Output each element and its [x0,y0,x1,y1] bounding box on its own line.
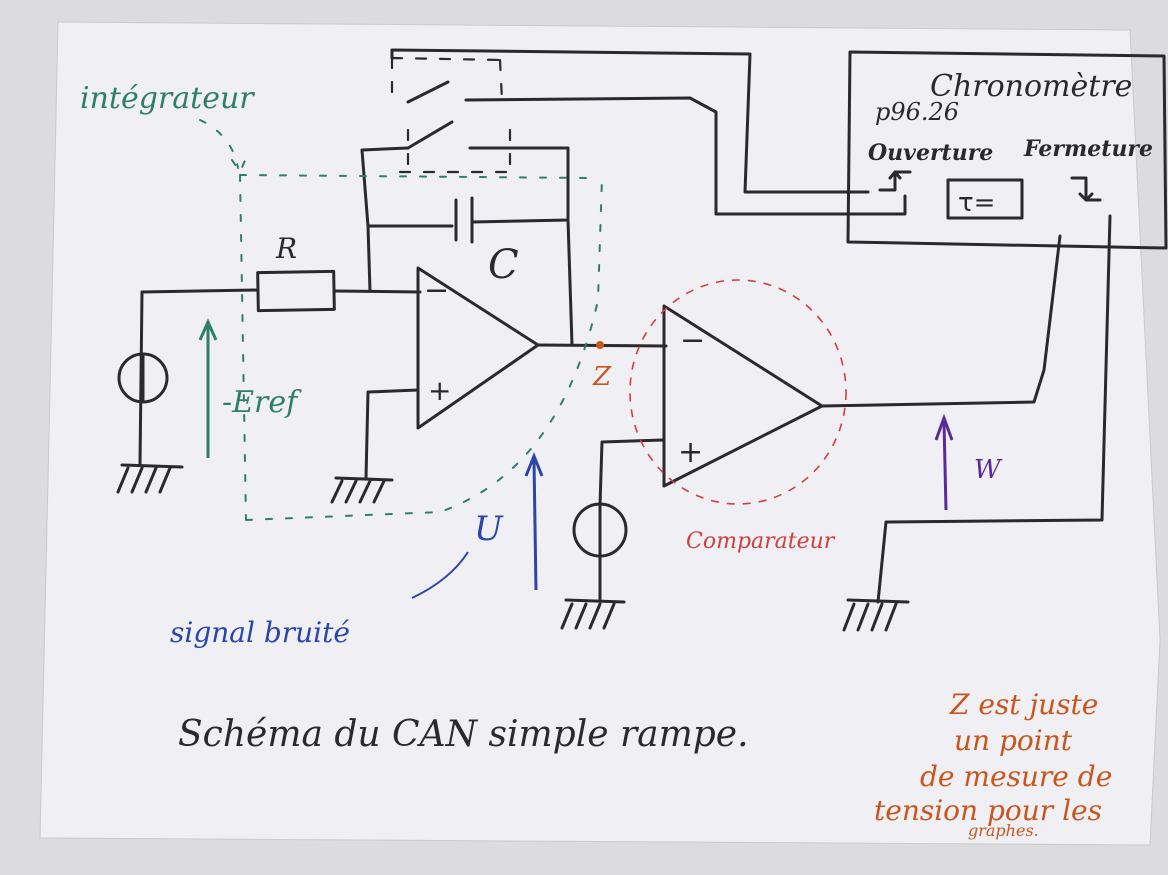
comparator-minus-sign: − [680,323,705,358]
falling-edge-icon [1070,176,1102,202]
resistor-label: R [275,232,297,265]
chronometer-model: p96.26 [875,98,959,126]
note-line-1: Z est juste [949,688,1098,721]
comparator-group: − + [572,214,1112,604]
chrono-switch [406,80,907,216]
capacitor-label: C [488,242,519,288]
integrator-opamp [416,266,540,430]
output-w-label: W [974,455,1003,485]
capacitor-c [454,196,474,244]
node-z-point [596,341,604,349]
integrator-minus-sign: − [424,273,449,308]
chrono-link-wire [390,48,870,194]
chronometer-title: Chronomètre [930,69,1132,104]
chronometer-display [946,178,1024,220]
reset-switch [406,120,514,150]
switch-branch-wire [360,146,410,228]
ground-2 [330,476,394,504]
chronometer-box: Chronomètre p96.26 Ouverture Fermeture τ… [846,50,1168,250]
ground-symbols [116,463,910,632]
comparator-opamp [662,304,824,488]
chronometer-frame [846,50,1168,250]
vref-label: -Eref [222,385,302,420]
output-w-arrow [934,413,954,511]
integrator-pointer [199,119,247,175]
note-block: Z est juste un point de mesure de tensio… [874,688,1112,840]
ground-3 [560,598,626,630]
page-title: Schéma du CAN simple rampe. [178,714,749,755]
signal-u-label: U [474,509,504,549]
integrator-label: intégrateur [80,81,255,116]
integrator-group: − + [138,48,907,480]
capacitor-right-wire [470,146,570,224]
integrator-plus-sign: + [428,374,451,407]
node-z-label: Z [592,362,612,392]
noisy-signal-label: signal bruité [170,616,350,649]
chronometer-close-label: Fermeture [1023,136,1153,162]
switch-dashes [398,128,522,174]
note-line-4: tension pour les [874,794,1102,827]
vref-arrow [198,318,218,458]
resistor-to-opamp-wire [332,289,422,294]
note-line-5: graphes. [968,821,1039,840]
comparator-plus-wire [598,438,666,507]
note-line-3: de mesure de [920,760,1112,793]
integrator-boundary [239,174,603,521]
chrono-close-return-wire [876,214,1112,604]
chronometer-display-text: τ= [958,188,995,218]
chrono-switch-dashes [390,56,504,104]
integrator-plus-wire [364,388,420,480]
chronometer-open-label: Ouverture [868,140,993,166]
note-line-2: un point [954,724,1073,757]
comparator-output-wire [820,234,1062,408]
comparator-label: Comparateur [686,529,836,554]
input-wire [138,288,260,467]
rising-edge-icon [878,170,912,192]
signal-u-arrow [524,451,544,591]
paper-sheet [39,21,1161,846]
ground-1 [116,463,184,494]
feedback-to-output-wire [566,218,574,347]
comparator-boundary [629,279,847,505]
comparator-plus-sign: + [678,435,703,470]
noisy-signal-pointer [411,551,469,599]
